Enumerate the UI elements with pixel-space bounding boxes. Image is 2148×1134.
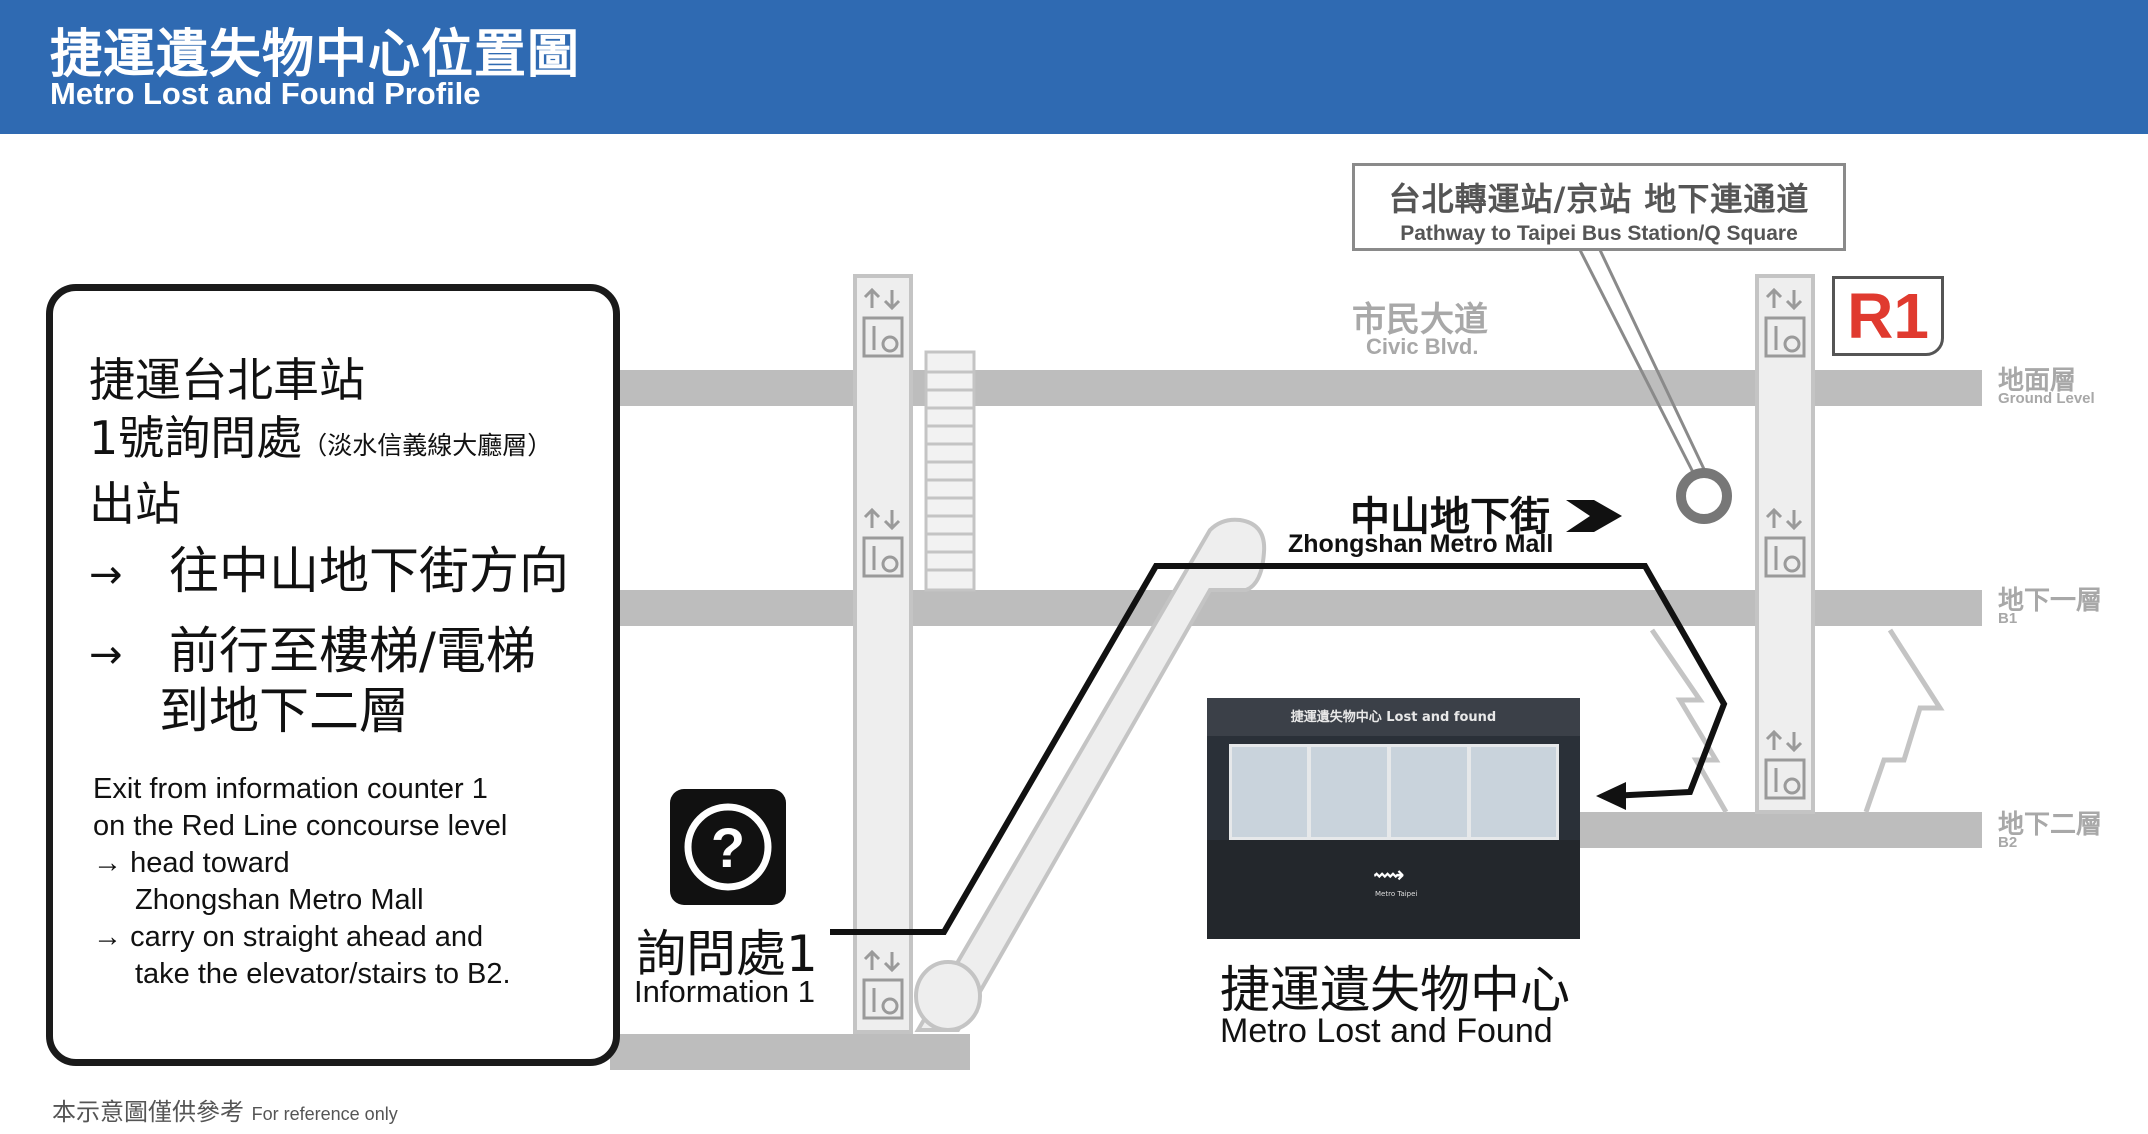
footnote-en: For reference only: [251, 1104, 398, 1124]
b2-level-slab: [1570, 812, 1982, 848]
arrow-right-icon: →: [89, 552, 123, 598]
callout-zh: 台北轉運站/京站 地下連通道: [1388, 180, 1810, 218]
callout-pointer-a: [1578, 249, 1702, 487]
mall-label-en: Zhongshan Metro Mall: [1288, 530, 1554, 558]
panel-counter-note: （淡水信義線大廳層）: [302, 431, 553, 460]
station-cross-section: [610, 249, 1982, 1070]
info-counter-en: Information 1: [634, 974, 815, 1009]
stairway-ladder: [924, 350, 976, 592]
pathway-callout: 台北轉運站/京站 地下連通道 Pathway to Taipei Bus Sta…: [1352, 163, 1846, 251]
destination-zh: 捷運遺失物中心: [1220, 961, 1570, 1019]
photo-window: [1229, 744, 1559, 840]
level-label-ground-zh: 地面層: [1998, 366, 2077, 396]
panel-station: 捷運台北車站: [89, 353, 365, 407]
panel-en-step1-b: Zhongshan Metro Mall: [135, 884, 424, 916]
wheelchair-icon: [862, 316, 1806, 1020]
panel-step-2-text-b: 到地下二層: [159, 682, 409, 740]
page-subtitle: Metro Lost and Found Profile: [50, 76, 481, 111]
elevator-arrows-icon: [863, 287, 1803, 973]
level-label-b1-zh: 地下一層: [1998, 586, 2103, 616]
diagram-scene: [0, 134, 2148, 1134]
b1-level-slab: [610, 590, 1982, 626]
question-icon: ?: [670, 789, 786, 905]
metro-logo-icon: ⟿: [1373, 863, 1405, 888]
panel-step-1: → 往中山地下街方向: [89, 541, 569, 605]
svg-text:?: ?: [711, 816, 745, 879]
panel-en-step1-a: head toward: [130, 847, 290, 879]
panel-english: Exit from information counter 1 on the R…: [93, 771, 511, 993]
panel-step-1-text: 往中山地下街方向: [169, 542, 569, 600]
street-label-en: Civic Blvd.: [1366, 334, 1479, 359]
photo-counter: [1207, 840, 1580, 939]
panel-en-step2-a: carry on straight ahead and: [130, 921, 484, 953]
panel-step-2: → 前行至樓梯/電梯: [89, 621, 536, 685]
panel-en-step2: → carry on straight ahead and: [93, 919, 511, 956]
panel-en-step1: → head toward: [93, 845, 511, 882]
arrow-right-icon: →: [89, 632, 123, 678]
level-label-b2-en: B2: [1998, 834, 2018, 851]
elevator-shaft-left: [853, 274, 913, 1034]
route-path: [830, 563, 1728, 935]
callout-en: Pathway to Taipei Bus Station/Q Square: [1400, 222, 1798, 245]
panel-counter: 1號詢問處（淡水信義線大廳層）: [89, 409, 552, 475]
panel-en-step2-b: take the elevator/stairs to B2.: [135, 958, 511, 990]
footnote-zh: 本示意圖僅供參考: [52, 1098, 244, 1126]
mall-label-zh: 中山地下街: [1350, 494, 1550, 540]
page-title: 捷運遺失物中心位置圖: [50, 25, 581, 85]
route-arrowhead: [1596, 782, 1626, 810]
lost-and-found-photo: 捷運遺失物中心 Lost and found ⟿ Metro Taipei: [1207, 698, 1580, 939]
panel-en-line2: on the Red Line concourse level: [93, 810, 508, 842]
directions-panel: 捷運台北車站 1號詢問處（淡水信義線大廳層） 出站 → 往中山地下街方向 → 前行至…: [46, 284, 620, 1066]
callout-pointer-b: [1598, 249, 1714, 487]
station-badge: R1: [1832, 276, 1944, 356]
circle-marker-icon: [1676, 468, 1732, 524]
level-label-ground-en: Ground Level: [1998, 390, 2095, 407]
level-label-b1-en: B1: [1998, 610, 2018, 627]
ground-level-slab: [610, 370, 1982, 406]
stairs-b1-b2-b: [1863, 628, 1945, 813]
info-counter-zh: 詢問處1: [636, 925, 818, 983]
escalator: [914, 517, 1267, 1032]
arrow-right-icon: →: [93, 921, 122, 953]
header-banner: 捷運遺失物中心位置圖 Metro Lost and Found Profile: [0, 0, 2148, 134]
photo-logo-caption: Metro Taipei: [1375, 890, 1418, 898]
bottom-slab: [610, 1034, 970, 1070]
arrow-right-icon: [1566, 500, 1622, 532]
panel-heading: 捷運台北車站 1號詢問處（淡水信義線大廳層） 出站: [89, 351, 552, 533]
arrow-right-icon: →: [93, 847, 122, 879]
level-label-b2-zh: 地下二層: [1998, 810, 2103, 840]
footnote: 本示意圖僅供參考 For reference only: [52, 1092, 398, 1127]
photo-sign: 捷運遺失物中心 Lost and found: [1290, 710, 1497, 725]
panel-exit: 出站: [89, 477, 181, 531]
escalator-base: [914, 960, 982, 1032]
destination-en: Metro Lost and Found: [1220, 1012, 1553, 1050]
street-label-zh: 市民大道: [1352, 300, 1488, 340]
panel-step-2-text-a: 前行至樓梯/電梯: [169, 622, 536, 680]
stairway-rungs: [926, 370, 974, 572]
panel-counter-main: 1號詢問處: [89, 411, 303, 465]
panel-en-line1: Exit from information counter 1: [93, 773, 488, 805]
